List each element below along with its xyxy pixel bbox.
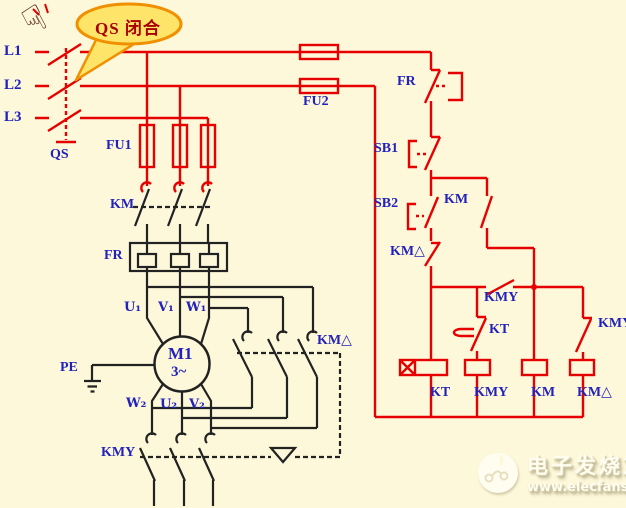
label-fr-ctrl: FR: [397, 74, 416, 89]
delta-symbol: [268, 446, 298, 464]
label-w1: W₁: [186, 300, 207, 315]
label-km-aux: KM: [444, 192, 469, 207]
watermark-url: www.elecfans.com: [527, 480, 626, 495]
fu2-fuses: [298, 43, 340, 95]
kmy-contacts: [138, 432, 216, 506]
label-km-delta-nc: KM△: [390, 244, 425, 259]
sb1-stop-button[interactable]: [407, 101, 442, 178]
label-km-delta-main: KM△: [317, 333, 352, 348]
label-coil-kt: KT: [430, 385, 451, 400]
watermark: 电子发烧友 www.elecfans.com: [476, 450, 626, 495]
control-return-bus: [373, 86, 585, 419]
callout-text: QS 闭合: [95, 19, 161, 38]
label-sb2: SB2: [374, 196, 399, 211]
label-kmy-no: KMY: [484, 290, 519, 305]
label-kmy-main: KMY: [101, 445, 136, 460]
label-sb1: SB1: [374, 141, 399, 156]
kt-delay-contact: [452, 287, 488, 360]
kmy-nc-contact: [574, 287, 593, 360]
label-v1: V₁: [158, 300, 174, 315]
pe-ground: [84, 363, 154, 393]
label-fu2: FU2: [303, 94, 329, 109]
label-w2: W₂: [126, 396, 147, 411]
fu1-fuses: [138, 123, 217, 169]
km-delta-contacts: [152, 330, 319, 430]
mechanical-link: [140, 351, 342, 464]
sb2-start-button[interactable]: [406, 178, 440, 241]
km-main-upper-terminals: [140, 181, 213, 193]
kmy-coil: [463, 358, 492, 377]
motor-name: M1: [168, 344, 193, 363]
fr-nc-contact: [423, 52, 464, 104]
live-wiring: [32, 3, 596, 419]
dead-wiring: [84, 188, 342, 506]
click-motion-marks: [32, 3, 49, 16]
label-coil-km-delta: KM△: [577, 385, 612, 400]
motor-bottom-wires: [150, 383, 213, 435]
motor-m1: [153, 335, 211, 393]
label-u1: U₁: [124, 300, 142, 315]
label-l1: L1: [4, 43, 22, 59]
label-pe: PE: [60, 360, 78, 375]
label-l2: L2: [4, 77, 22, 93]
km-coil: [520, 358, 549, 377]
motor-phase: 3~: [171, 364, 187, 380]
label-v2: V₂: [189, 397, 205, 412]
label-kt-contact: KT: [489, 322, 510, 337]
label-l3: L3: [4, 109, 22, 125]
label-kmy-nc: KMY: [598, 316, 626, 331]
label-fu1: FU1: [106, 138, 132, 153]
km-aux-contact: [479, 178, 536, 287]
watermark-brand: 电子发烧友: [527, 454, 626, 478]
motor-feed-wires: [145, 267, 315, 345]
kt-coil: [398, 358, 449, 377]
label-coil-kmy: KMY: [474, 385, 509, 400]
label-km-main: KM: [110, 197, 135, 212]
fr-thermal-element: [128, 241, 229, 273]
label-coil-km: KM: [531, 385, 556, 400]
callout-bubble: [74, 2, 183, 82]
km-delta-coil: [568, 358, 596, 377]
phase-lines: [35, 50, 431, 120]
label-u2: U₂: [160, 397, 178, 412]
km-delta-nc-contact: [423, 241, 442, 360]
label-fr-main: FR: [104, 248, 123, 263]
km-main-contacts: [133, 188, 212, 243]
qs-switch[interactable]: [47, 42, 82, 144]
label-qs: QS: [50, 147, 69, 162]
elecfans-logo-icon: [478, 452, 518, 493]
